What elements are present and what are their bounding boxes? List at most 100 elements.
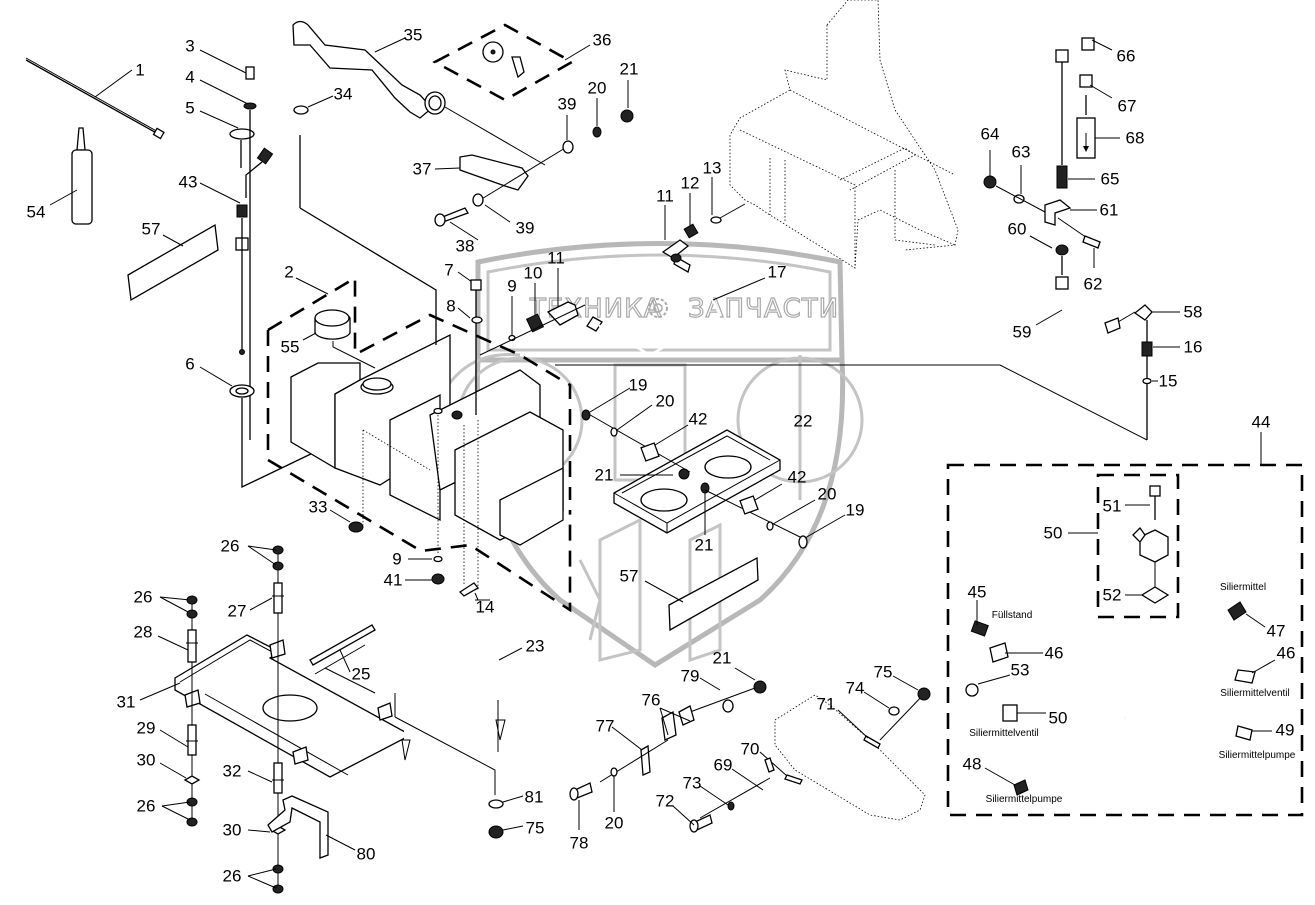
part-callout-58[interactable]: 58	[1183, 302, 1203, 322]
part-callout-51[interactable]: 51	[1102, 496, 1122, 516]
part-callout-60[interactable]: 60	[1007, 219, 1027, 239]
part-callout-19[interactable]: 19	[845, 500, 865, 520]
part-callout-68[interactable]: 68	[1125, 128, 1145, 148]
part-callout-75[interactable]: 75	[873, 662, 893, 682]
part-callout-75[interactable]: 75	[525, 818, 545, 838]
mounting-plate-icon	[139, 545, 524, 894]
part-callout-73[interactable]: 73	[682, 773, 702, 793]
part-callout-45[interactable]: 45	[967, 582, 987, 602]
part-callout-3[interactable]: 3	[185, 36, 195, 56]
part-callout-11[interactable]: 11	[547, 248, 565, 268]
part-callout-27[interactable]: 27	[227, 601, 247, 621]
part-callout-49[interactable]: 49	[1275, 720, 1295, 740]
part-callout-78[interactable]: 78	[569, 833, 589, 853]
connector-caption: Siliermittelpumpe	[1218, 750, 1296, 761]
part-callout-4[interactable]: 4	[185, 67, 195, 87]
part-callout-21[interactable]: 21	[694, 535, 714, 555]
part-callout-26[interactable]: 26	[133, 587, 153, 607]
part-callout-7[interactable]: 7	[444, 260, 454, 280]
part-callout-8[interactable]: 8	[446, 296, 456, 316]
part-callout-46[interactable]: 46	[1276, 643, 1296, 663]
part-callout-69[interactable]: 69	[713, 755, 733, 775]
part-callout-39[interactable]: 39	[515, 218, 535, 238]
part-callout-66[interactable]: 66	[1116, 46, 1136, 66]
part-callout-38[interactable]: 38	[455, 236, 475, 256]
part-callout-61[interactable]: 61	[1099, 200, 1119, 220]
part-callout-26[interactable]: 26	[222, 866, 242, 886]
part-callout-17[interactable]: 17	[767, 262, 787, 282]
part-callout-19[interactable]: 19	[628, 375, 648, 395]
part-callout-48[interactable]: 48	[962, 754, 982, 774]
part-callout-43[interactable]: 43	[178, 172, 198, 192]
part-callout-20[interactable]: 20	[817, 484, 837, 504]
part-callout-29[interactable]: 29	[136, 718, 156, 738]
part-callout-9[interactable]: 9	[507, 276, 517, 296]
part-callout-50[interactable]: 50	[1043, 523, 1063, 543]
part-callout-25[interactable]: 25	[351, 664, 371, 684]
part-callout-20[interactable]: 20	[604, 813, 624, 833]
part-callout-46[interactable]: 46	[1044, 643, 1064, 663]
part-callout-47[interactable]: 47	[1266, 621, 1286, 641]
part-callout-28[interactable]: 28	[133, 622, 153, 642]
part-callout-55[interactable]: 55	[280, 337, 300, 357]
part-callout-57[interactable]: 57	[619, 566, 639, 586]
part-callout-21[interactable]: 21	[712, 648, 732, 668]
part-callout-2[interactable]: 2	[284, 262, 294, 282]
part-callout-62[interactable]: 62	[1083, 274, 1103, 294]
part-callout-16[interactable]: 16	[1183, 337, 1203, 357]
part-callout-67[interactable]: 67	[1117, 96, 1137, 116]
part-callout-14[interactable]: 14	[475, 597, 495, 617]
part-callout-41[interactable]: 41	[383, 570, 403, 590]
part-callout-35[interactable]: 35	[403, 25, 423, 45]
part-callout-64[interactable]: 64	[980, 124, 1000, 144]
part-callout-50[interactable]: 50	[1048, 708, 1068, 728]
part-callout-72[interactable]: 72	[655, 791, 675, 811]
part-callout-21[interactable]: 21	[594, 465, 614, 485]
part-callout-59[interactable]: 59	[1012, 322, 1032, 342]
part-callout-52[interactable]: 52	[1102, 585, 1122, 605]
part-callout-79[interactable]: 79	[680, 666, 700, 686]
part-callout-37[interactable]: 37	[412, 159, 432, 179]
part-callout-20[interactable]: 20	[587, 78, 607, 98]
part-callout-11[interactable]: 11	[656, 186, 674, 206]
part-callout-44[interactable]: 44	[1251, 412, 1271, 432]
part-callout-15[interactable]: 15	[1158, 371, 1178, 391]
part-callout-21[interactable]: 21	[619, 59, 639, 79]
part-callout-57[interactable]: 57	[141, 219, 161, 239]
part-callout-5[interactable]: 5	[185, 98, 195, 118]
part-callout-30[interactable]: 30	[136, 750, 156, 770]
part-callout-63[interactable]: 63	[1011, 142, 1031, 162]
part-callout-65[interactable]: 65	[1100, 169, 1120, 189]
part-callout-77[interactable]: 77	[595, 716, 615, 736]
part-callout-81[interactable]: 81	[524, 787, 544, 807]
part-callout-54[interactable]: 54	[26, 202, 46, 222]
part-callout-70[interactable]: 70	[740, 739, 760, 759]
part-callout-30[interactable]: 30	[222, 820, 242, 840]
part-callout-80[interactable]: 80	[356, 844, 376, 864]
part-callout-23[interactable]: 23	[525, 636, 545, 656]
part-callout-42[interactable]: 42	[787, 467, 807, 487]
part-callout-34[interactable]: 34	[333, 84, 353, 104]
part-callout-31[interactable]: 31	[116, 692, 136, 712]
part-callout-12[interactable]: 12	[680, 173, 700, 193]
decal-icon	[127, 223, 219, 302]
part-callout-76[interactable]: 76	[641, 690, 661, 710]
part-callout-20[interactable]: 20	[655, 391, 675, 411]
part-callout-53[interactable]: 53	[1010, 660, 1030, 680]
part-callout-26[interactable]: 26	[136, 796, 156, 816]
part-callout-74[interactable]: 74	[845, 678, 865, 698]
part-callout-6[interactable]: 6	[185, 354, 195, 374]
part-callout-13[interactable]: 13	[702, 158, 722, 178]
part-callout-26[interactable]: 26	[220, 536, 240, 556]
part-callout-71[interactable]: 71	[816, 694, 836, 714]
part-callout-42[interactable]: 42	[688, 409, 708, 429]
part-callout-9[interactable]: 9	[392, 549, 402, 569]
part-callout-33[interactable]: 33	[308, 497, 328, 517]
part-callout-39[interactable]: 39	[557, 94, 577, 114]
part-callout-22[interactable]: 22	[793, 411, 813, 431]
part-callout-36[interactable]: 36	[592, 30, 612, 50]
part-callout-10[interactable]: 10	[523, 263, 543, 283]
part-callout-1[interactable]: 1	[135, 60, 145, 80]
part-callout-32[interactable]: 32	[222, 761, 242, 781]
